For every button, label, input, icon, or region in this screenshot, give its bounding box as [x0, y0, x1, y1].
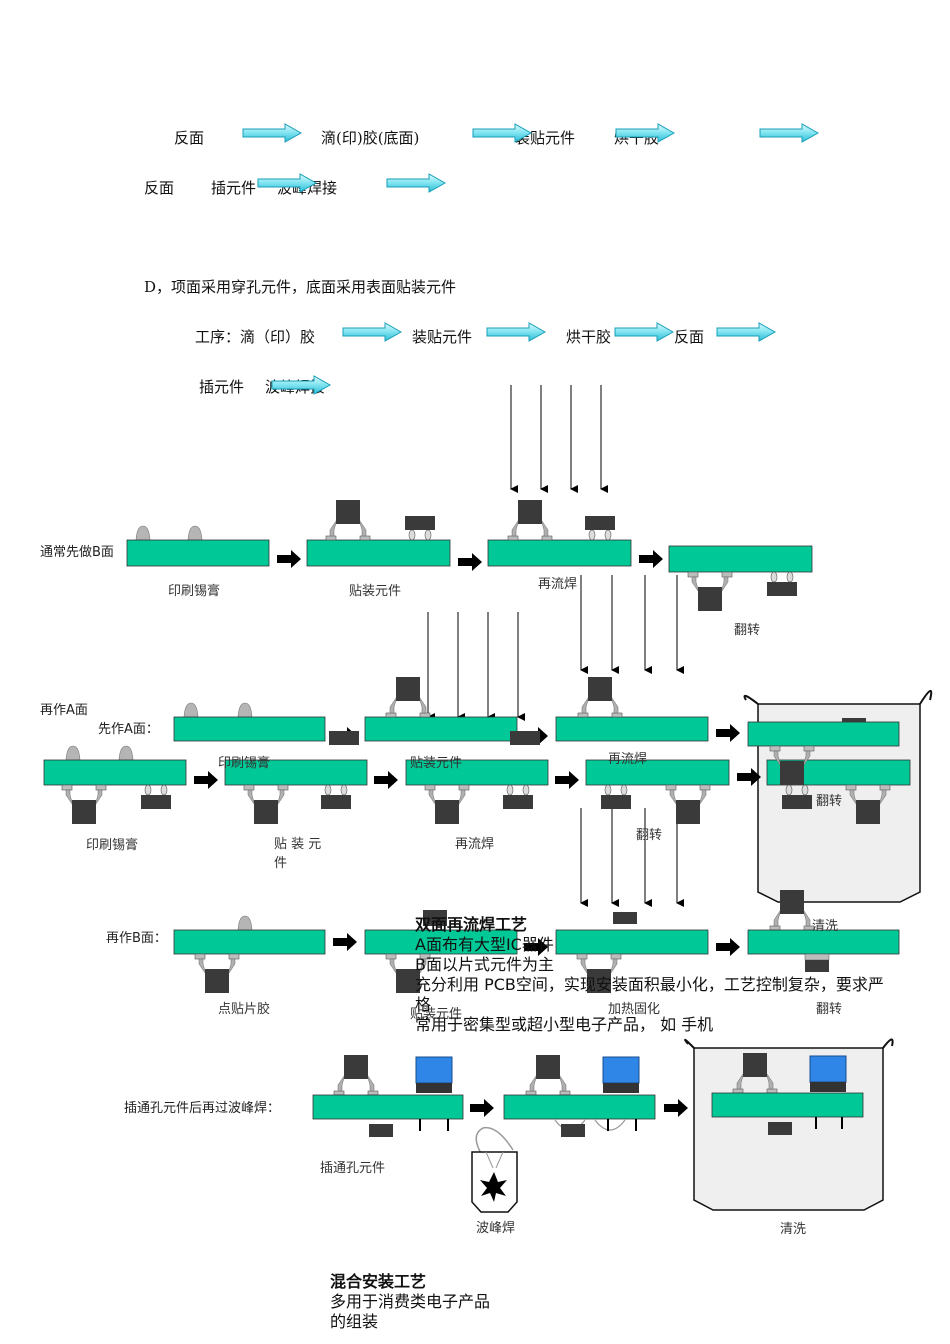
mixed-assembly-note: 混合安装工艺 多用于消费类电子产品 的组装 [330, 1272, 550, 1332]
flow-arrow [716, 322, 776, 342]
caption: 点贴片胶 [218, 1002, 271, 1017]
caption: 翻转 [636, 828, 663, 843]
section2-lower-stage1 [43, 745, 187, 825]
process-arrow [458, 553, 482, 571]
flow-arrow [271, 375, 331, 395]
wave-solder-pot [471, 1126, 518, 1213]
row3-item-c: 烘干胶 [566, 328, 612, 346]
caption: 清洗 [780, 1222, 807, 1237]
caption: 再流焊 [538, 577, 578, 592]
section1-stage4 [668, 545, 813, 612]
section2-lower-stage3 [405, 759, 549, 825]
section2-lower-stage5 [766, 745, 911, 825]
caption: 加热固化 [608, 1002, 661, 1017]
caption: 翻转 [816, 794, 843, 809]
caption: 翻转 [734, 623, 761, 638]
section2-upper-stage3 [510, 676, 709, 745]
section2-label-first-a: 先作A面： [98, 722, 159, 737]
flow-arrow [342, 322, 402, 342]
row1-item-b: 滴(印)胶(底面) [321, 129, 420, 147]
reflow-note-title: 双面再流焊工艺 [415, 915, 528, 934]
process-arrow [716, 724, 740, 742]
caption: 再流焊 [608, 752, 648, 767]
cleaning-tank [743, 690, 933, 903]
process-arrow [333, 933, 357, 951]
row2-item-a: 反面 [144, 179, 175, 197]
section4-side-label: 插通孔元件后再过波峰焊： [124, 1101, 281, 1116]
section1-stage1 [126, 525, 270, 567]
flow-arrow [614, 322, 674, 342]
caption: 印刷锡膏 [86, 838, 139, 853]
section2-lower-stage2 [224, 759, 368, 825]
process-arrow [664, 1099, 688, 1117]
row4-item-a: 插元件 [199, 378, 245, 396]
row2-item-b: 插元件 [211, 179, 257, 197]
row1-item-a: 反面 [174, 129, 205, 147]
caption: 再流焊 [455, 837, 495, 852]
heat-arrows [427, 385, 684, 907]
section4-stage2 [503, 1054, 656, 1137]
caption: 翻转 [816, 1002, 843, 1017]
section2-upper-stage4 [747, 718, 900, 747]
row3-item-a: 工序：滴（印）胶 [195, 328, 316, 346]
flow-arrow [615, 123, 675, 143]
section3-side-label: 再作B面： [106, 931, 167, 946]
reflow-note-line: 常用于密集型或超小型电子产品， 如 手机 [415, 1015, 714, 1034]
flow-arrow [257, 173, 317, 193]
process-arrow [374, 771, 398, 789]
caption: 印刷锡膏 [168, 584, 221, 599]
section3-stage1 [173, 915, 326, 994]
section1-stage2 [306, 499, 451, 567]
section3-stage3 [555, 912, 709, 994]
process-arrow [194, 771, 218, 789]
caption: 贴 装 元 [274, 837, 322, 852]
process-arrow [555, 771, 579, 789]
reflow-note-line: A面布有大型IC器件 [415, 935, 554, 954]
flow-arrow [386, 173, 446, 193]
mixed-note-line: 的组装 [330, 1312, 379, 1331]
caption: 贴装元件 [349, 584, 402, 599]
reflow-note-line: B面以片式元件为主 [415, 955, 554, 974]
section2-label-redo-a: 再作A面 [40, 703, 88, 718]
caption: 印刷锡膏 [218, 756, 271, 771]
cleaning-tank-2 [684, 1038, 894, 1211]
section2-lower-stage4 [585, 759, 730, 825]
heading-d: D，项面采用穿孔元件，底面采用表面贴装元件 [144, 278, 457, 296]
section1-stage3 [487, 499, 632, 567]
mixed-note-line: 多用于消费类电子产品 [330, 1292, 491, 1311]
caption: 清洗 [812, 919, 839, 934]
flow-arrow [472, 123, 532, 143]
caption: 贴装元件 [410, 756, 463, 771]
process-arrow [277, 550, 301, 568]
row3-item-b: 装贴元件 [412, 328, 473, 346]
section2-upper-stage2 [329, 676, 518, 745]
section1-side-label: 通常先做B面 [40, 545, 114, 560]
section3-stage4 [747, 889, 900, 972]
row3-item-d: 反面 [674, 328, 705, 346]
reflow-note-line: 充分利用 PCB空间，实现安装面积最小化，工艺控制复杂，要求严格 [415, 975, 884, 1014]
mixed-note-title: 混合安装工艺 [330, 1272, 427, 1291]
caption: 波峰焊 [476, 1221, 516, 1236]
process-arrow [639, 550, 663, 568]
flow-arrow [242, 123, 302, 143]
caption: 件 [274, 856, 288, 871]
flow-arrow [759, 123, 819, 143]
caption: 贴装元件 [410, 1007, 463, 1022]
section2-upper-stage1 [173, 702, 326, 742]
section4-stage1 [312, 1054, 464, 1137]
reflow-note: 双面再流焊工艺 A面布有大型IC器件 B面以片式元件为主 充分利用 PCB空间，… [415, 915, 885, 1035]
flow-arrow [486, 322, 546, 342]
process-arrow [470, 1099, 494, 1117]
section3-stage2 [364, 910, 518, 994]
caption: 插通孔元件 [320, 1161, 386, 1176]
